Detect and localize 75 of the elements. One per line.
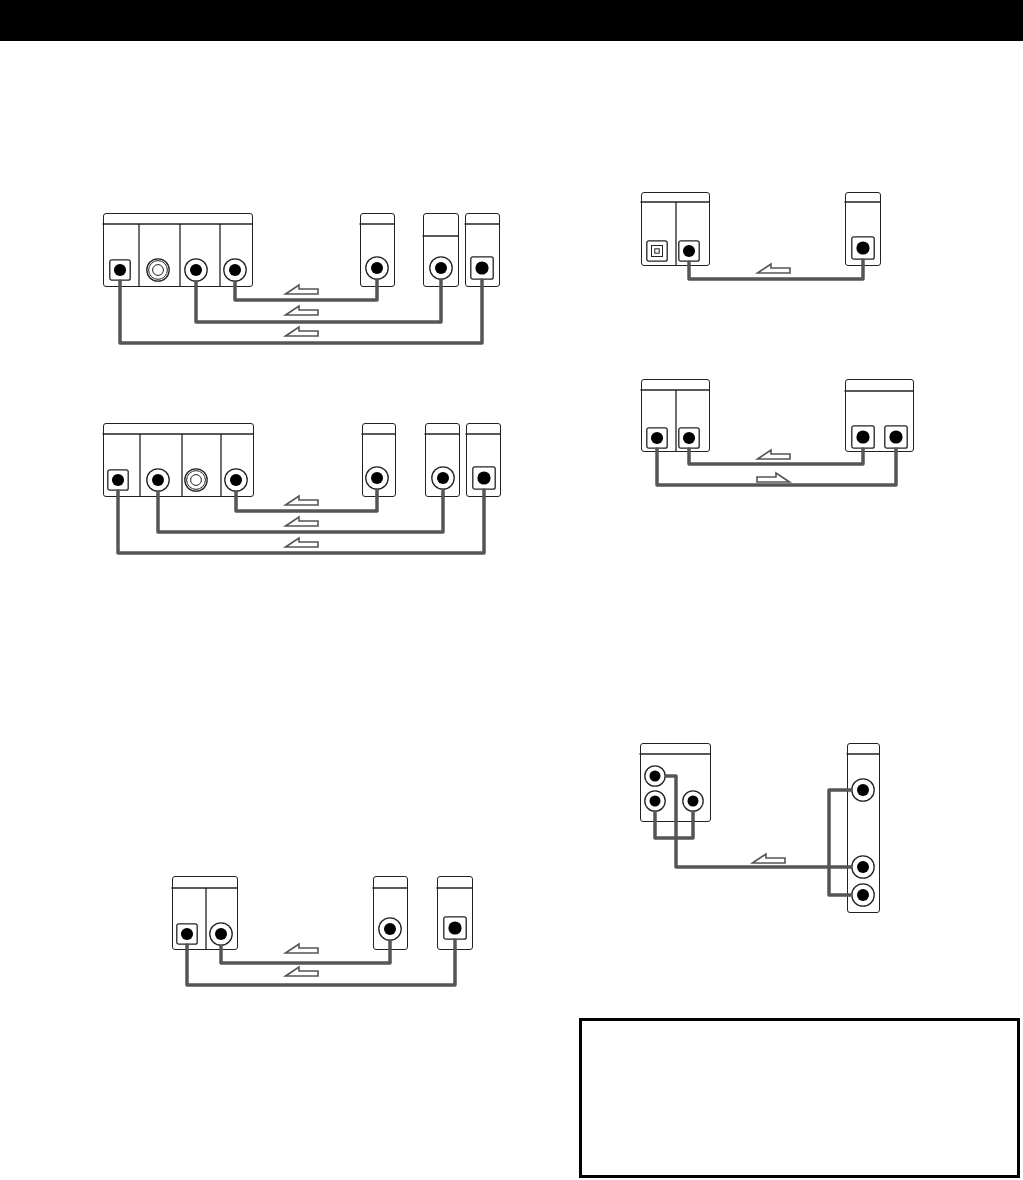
cable [655, 447, 898, 487]
cable [687, 258, 865, 281]
note-box [579, 1018, 1020, 1178]
rca-jack [364, 465, 389, 490]
cable [827, 788, 853, 897]
rca-jack [364, 255, 389, 280]
optical-jack [106, 468, 129, 491]
connector-panel [103, 213, 253, 287]
direction-arrow [749, 852, 786, 864]
cable [687, 447, 865, 466]
cable [116, 488, 486, 555]
rca-jack [145, 257, 170, 282]
rca-jack [183, 467, 208, 492]
rca-jack [223, 467, 248, 492]
optical-jack [677, 239, 700, 262]
rca-jack [850, 777, 875, 802]
direction-arrow [754, 262, 791, 274]
rca-jack [208, 921, 233, 946]
optical-jack [108, 258, 131, 281]
optical-jack [471, 465, 496, 490]
optical-jack [883, 424, 908, 449]
connector-panel [425, 423, 460, 497]
rca-jack [428, 255, 453, 280]
connector-panel [423, 213, 459, 287]
rca-jack [850, 882, 875, 907]
connector-panel [845, 379, 914, 452]
cable [156, 488, 445, 534]
rca-jack [183, 257, 208, 282]
direction-arrow [282, 325, 319, 337]
rca-jack [430, 465, 455, 490]
rca-jack [850, 854, 875, 879]
cable [233, 278, 379, 302]
connector-panel [640, 743, 711, 822]
optical-jack [442, 915, 467, 940]
direction-arrow [282, 494, 319, 506]
connector-panel [360, 213, 395, 287]
connector-panel [373, 876, 408, 950]
direction-arrow [756, 471, 793, 483]
connector-panel [641, 379, 710, 452]
optical-jack [469, 255, 494, 280]
connector-panel [172, 876, 238, 950]
optical-jack [850, 235, 875, 260]
connector-panel [847, 743, 880, 913]
direction-arrow [282, 283, 319, 295]
direction-arrow [282, 304, 319, 316]
optical-jack [645, 426, 668, 449]
direction-arrow [282, 536, 319, 548]
connector-panel [362, 423, 396, 497]
rca-jack [377, 916, 402, 941]
rca-jack [681, 789, 704, 812]
rca-jack [643, 789, 666, 812]
optical-jack [677, 426, 700, 449]
optical-jack [850, 424, 875, 449]
optical-jack [175, 922, 198, 945]
rca-jack [222, 257, 247, 282]
direction-arrow [282, 965, 319, 977]
cable [118, 278, 484, 345]
optical-jack [645, 239, 668, 262]
connector-panel [437, 876, 473, 950]
connector-panel [103, 423, 254, 497]
direction-arrow [282, 515, 319, 527]
cable [653, 810, 695, 840]
connector-panel [466, 423, 501, 497]
cable [234, 488, 379, 513]
cable [664, 774, 853, 869]
direction-arrow [754, 448, 791, 460]
connector-panel [641, 192, 710, 266]
cable [219, 939, 392, 965]
cable [185, 938, 457, 987]
rca-jack [643, 764, 666, 787]
direction-arrow [282, 942, 319, 954]
rca-jack [145, 467, 170, 492]
connector-panel [845, 192, 881, 266]
connector-panel [465, 213, 500, 287]
cable [194, 278, 443, 324]
